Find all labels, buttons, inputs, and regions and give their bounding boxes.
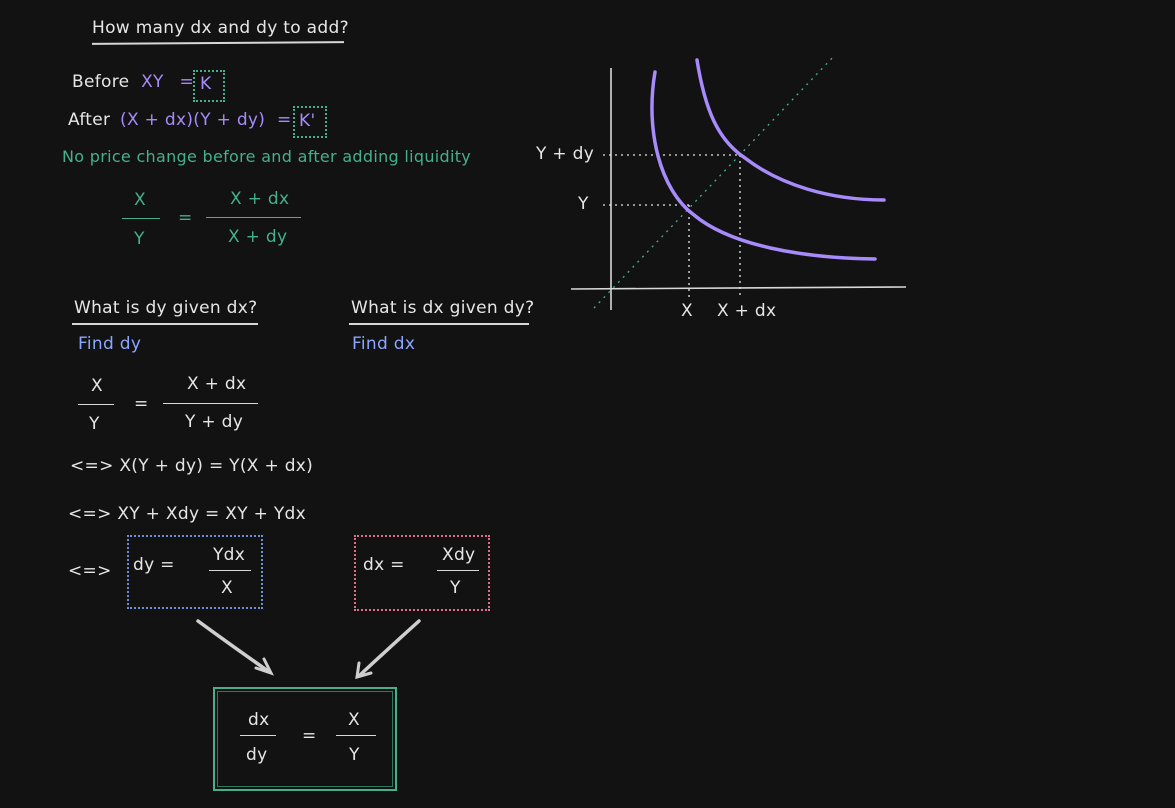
dy-box-rule (209, 570, 251, 571)
after-label: After (68, 110, 111, 130)
final-result-box-inner (217, 691, 393, 787)
result-num-left: dx (248, 710, 270, 730)
right-heading: What is dx given dy? (351, 298, 535, 318)
dy-box-lhs: dy = (133, 555, 175, 575)
after-k: K' (299, 111, 316, 131)
price-line (593, 54, 836, 309)
graph-axes (570, 68, 907, 310)
before-label: Before (72, 72, 130, 92)
dx-box-num: Xdy (442, 545, 476, 565)
dx-box-den: Y (450, 578, 461, 598)
result-num-right: X (348, 710, 360, 730)
before-eq: = (179, 72, 195, 92)
right-heading-underline (349, 323, 529, 325)
left-frac-lhs-den: Y (89, 414, 100, 434)
curve-after (695, 58, 886, 202)
k-box (193, 70, 225, 102)
left-heading-underline (72, 323, 258, 325)
dy-result-box (127, 535, 263, 609)
graph-y-label-y: Y (578, 194, 589, 214)
before-line: Before XY = (72, 72, 194, 92)
ratio-top-lhs-rule (122, 218, 160, 219)
arrow-left-icon (196, 619, 274, 676)
guide-lines (603, 154, 741, 297)
ratio-top-eq: = (178, 208, 193, 228)
left-frac-rhs-num: X + dx (187, 374, 247, 394)
page-title: How many dx and dy to add? (92, 18, 349, 38)
left-subheading: Find dy (78, 334, 142, 354)
no-price-change-note: No price change before and after adding … (62, 147, 472, 166)
arrow-right-icon (355, 619, 421, 680)
left-step2: <=> XY + Xdy = XY + Ydx (68, 504, 306, 524)
result-rule-left (240, 735, 276, 736)
ratio-top-rhs-den: X + dy (228, 227, 288, 247)
left-frac-lhs-num: X (91, 376, 103, 396)
after-eq: = (276, 110, 292, 130)
dy-box-num: Ydx (213, 545, 246, 565)
graph-x-label-x: X (681, 301, 693, 321)
left-frac-lhs-rule (78, 404, 114, 405)
left-frac-rhs-den: Y + dy (185, 412, 244, 432)
ratio-top-lhs-den: Y (134, 229, 145, 249)
after-expr: (X + dx)(Y + dy) (120, 110, 266, 130)
dx-box-lhs: dx = (363, 555, 405, 575)
result-den-right: Y (349, 745, 360, 765)
ratio-top-lhs-num: X (134, 190, 146, 210)
graph-x-label-x-plus-dx: X + dx (717, 301, 777, 321)
result-den-left: dy (246, 745, 268, 765)
left-frac-eq: = (134, 394, 149, 414)
result-rule-right (336, 735, 376, 736)
graph-y-label-y-plus-dy: Y + dy (536, 144, 595, 164)
dx-result-box (354, 535, 490, 611)
ratio-top-rhs-num: X + dx (230, 189, 290, 209)
left-frac-rhs-rule (163, 403, 258, 404)
final-result-box (213, 687, 397, 791)
before-k: K (200, 74, 212, 94)
left-step1: <=> X(Y + dy) = Y(X + dx) (70, 456, 314, 476)
after-line: After (X + dx)(Y + dy) = (68, 110, 291, 130)
right-subheading: Find dx (352, 334, 416, 354)
before-xy: XY (141, 72, 164, 92)
left-heading: What is dy given dx? (74, 298, 258, 318)
ratio-top-rhs-rule (206, 217, 301, 218)
dy-box-den: X (221, 578, 233, 598)
k-prime-box (293, 106, 327, 138)
dx-box-rule (437, 570, 479, 571)
curve-before (650, 70, 877, 261)
result-eq: = (302, 726, 317, 746)
left-step3-prefix: <=> (68, 561, 112, 581)
